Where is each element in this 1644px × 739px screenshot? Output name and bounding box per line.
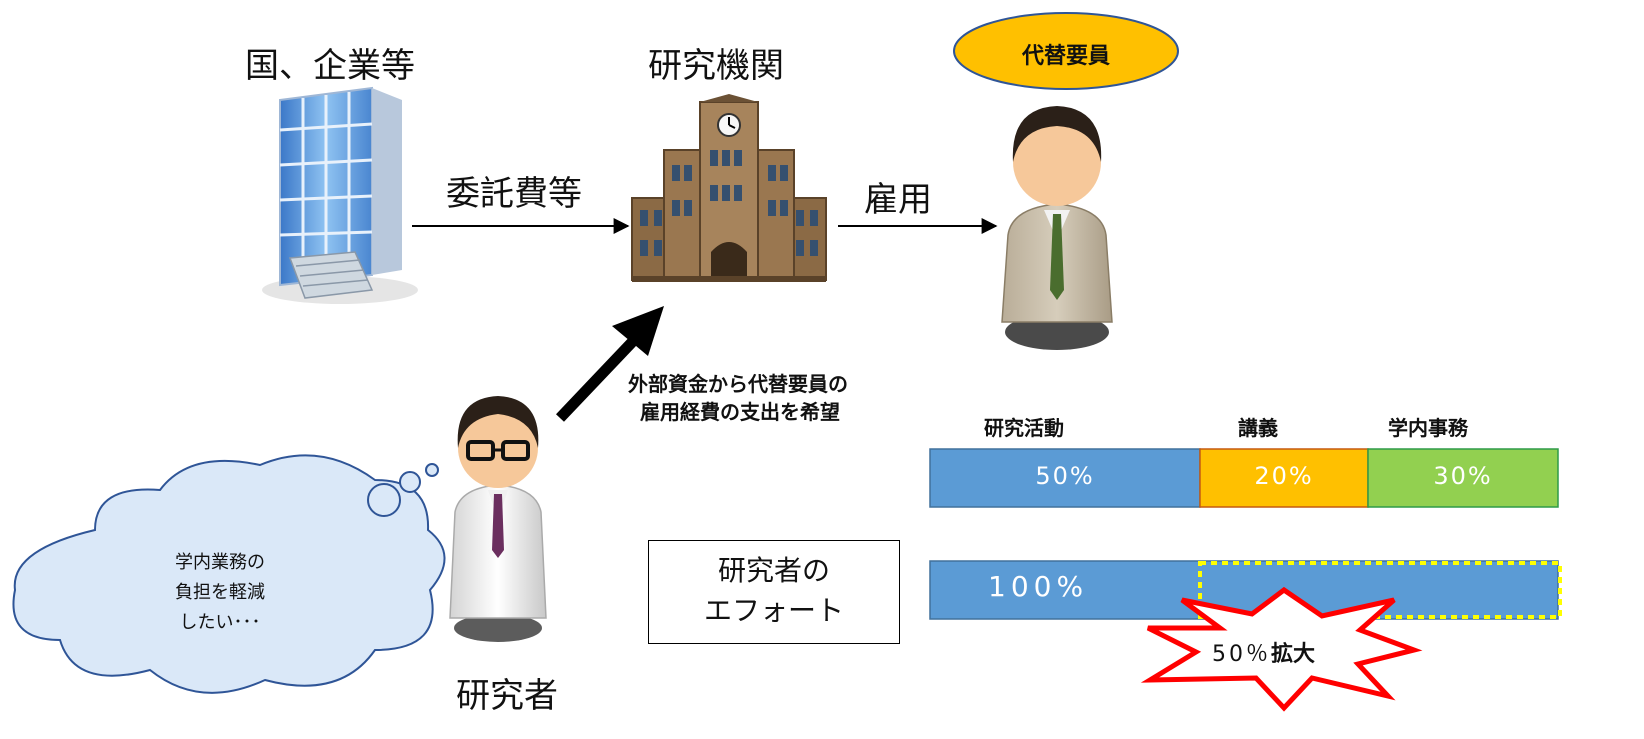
employ-arrow-label: 雇用 xyxy=(864,180,932,220)
bar-admin-before xyxy=(1367,448,1559,508)
thought-line1: 学内業務の xyxy=(175,552,265,573)
value-lecture-before: 20% xyxy=(1254,462,1314,490)
thought-line2: 負担を軽減 xyxy=(175,582,265,603)
expansion-number: 50％ xyxy=(1212,642,1271,667)
request-text: 外部資金から代替要員の 雇用経費の支出を希望 xyxy=(628,370,848,426)
request-text-line2: 雇用経費の支出を希望 xyxy=(640,400,840,424)
expansion-label: 50％拡大 xyxy=(1212,636,1315,668)
substitute-label-ellipse xyxy=(953,12,1179,90)
university-building-icon xyxy=(631,94,827,282)
institution-label: 研究機関 xyxy=(648,46,784,86)
request-arrow xyxy=(556,306,664,422)
value-research-before: 50% xyxy=(1035,462,1095,490)
thought-line3: したい･･･ xyxy=(179,612,261,633)
value-research-after: 100% xyxy=(988,570,1089,603)
header-research: 研究活動 xyxy=(984,416,1064,440)
expansion-burst xyxy=(1140,586,1423,712)
office-building-icon xyxy=(262,86,418,304)
researcher-label: 研究者 xyxy=(456,676,558,716)
thought-text: 学内業務の 負担を軽減 したい･･･ xyxy=(130,548,310,638)
expansion-word: 拡大 xyxy=(1271,642,1316,667)
request-text-line1: 外部資金から代替要員の xyxy=(628,372,848,396)
effort-label-box: 研究者の エフォート xyxy=(648,540,900,644)
substitute-label: 代替要員 xyxy=(1021,44,1110,69)
effort-label-line1: 研究者の xyxy=(717,554,830,587)
funder-label: 国、企業等 xyxy=(245,46,415,86)
effort-label-line2: エフォート xyxy=(703,594,844,627)
bar-lecture-before xyxy=(1199,448,1369,508)
bar-research-before xyxy=(929,448,1201,508)
researcher-icon xyxy=(449,396,547,642)
value-admin-before: 30% xyxy=(1433,462,1493,490)
funding-arrow-label: 委託費等 xyxy=(446,174,582,214)
header-lecture: 講義 xyxy=(1238,416,1278,440)
substitute-staff-icon xyxy=(1001,106,1113,350)
header-admin: 学内事務 xyxy=(1388,416,1468,440)
thought-bubble xyxy=(12,454,446,694)
expansion-dotted-box xyxy=(1198,561,1562,619)
